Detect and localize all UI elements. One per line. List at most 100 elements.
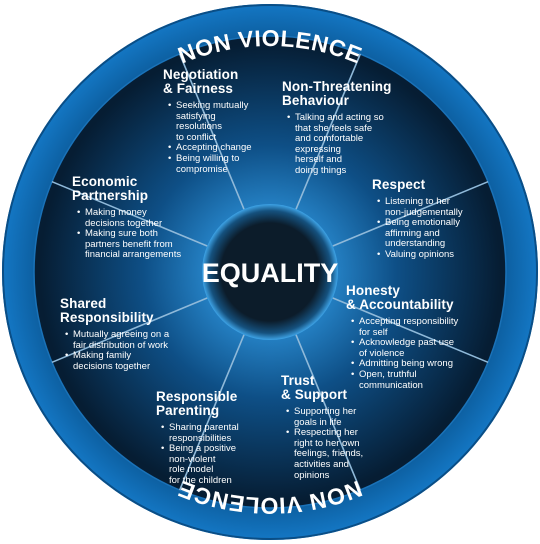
segment-list-item-line: partners benefit from — [85, 238, 173, 250]
segment-list-item-line: fair distribution of work — [73, 339, 169, 351]
segment-list-item: Accepting change — [168, 142, 252, 154]
segment-title-line: Behaviour — [282, 93, 349, 108]
segment-list-item-line: Valuing opinions — [385, 248, 455, 260]
segment-list: Sharing parentalresponsibilitiesBeing a … — [156, 422, 239, 487]
center-label: EQUALITY — [202, 258, 339, 288]
segment-list-item-line: of violence — [359, 347, 405, 359]
segment-title-line: Economic — [72, 174, 138, 189]
segment-list-item-line: non-judgementally — [385, 206, 463, 218]
wedge-disc-rim — [33, 35, 507, 509]
segment-list-item-line: Respecting her — [294, 427, 358, 439]
segment-list-item-line: feelings, friends, — [294, 448, 364, 460]
segment-list-item: Admitting being wrong — [351, 358, 458, 370]
segment-list-item-line: communication — [359, 379, 423, 391]
segment-title-line: Non-Threatening — [282, 79, 392, 94]
segment-list-item-line: to conflict — [176, 131, 217, 143]
segment-title-line: Responsible — [156, 389, 238, 404]
segment-list-item: Seeking mutuallysatisfyingresolutionsto … — [168, 100, 252, 143]
segment-title-line: & Fairness — [163, 81, 234, 96]
segment-shared: SharedResponsibilityMutually agreeing on… — [60, 297, 169, 372]
segment-list-item-line: satisfying — [176, 110, 216, 122]
segment-negotiation: Negotiation& FairnessSeeking mutuallysat… — [163, 68, 252, 175]
segment-title: Respect — [372, 178, 463, 192]
segment-list-item-line: Accepting change — [176, 142, 252, 154]
segment-economic: EconomicPartnershipMaking moneydecisions… — [72, 175, 181, 261]
outer-ring-edge — [2, 4, 538, 540]
segment-list-item-line: goals in life — [294, 416, 342, 428]
segment-list-item-line: Supporting her — [294, 406, 357, 417]
segment-list-item-line: Making family — [73, 350, 132, 362]
segment-list-item-line: Seeking mutually — [176, 100, 249, 111]
segment-title-line: Negotiation — [163, 67, 239, 82]
segment-list-item-line: non-violent — [169, 453, 216, 465]
segment-list-item-line: decisions together — [73, 360, 151, 372]
segment-list-item-line: right to her own — [294, 437, 360, 449]
segment-parenting: ResponsibleParentingSharing parentalresp… — [156, 390, 239, 487]
segment-list-item-line: Listening to her — [385, 196, 450, 207]
segment-list-item-line: decisions together — [85, 217, 163, 229]
segment-list-item-line: resolutions — [176, 121, 222, 133]
segment-title: Honesty& Accountability — [346, 284, 458, 312]
segment-title-line: Responsibility — [60, 310, 154, 325]
segment-list-item-line: Admitting being wrong — [359, 358, 453, 370]
segment-list-item-line: doing things — [295, 164, 347, 176]
segment-list-item-line: that she feels safe — [295, 122, 373, 134]
segment-list: Seeking mutuallysatisfyingresolutionsto … — [163, 100, 252, 175]
segment-non-threatening: Non-ThreateningBehaviourTalking and acti… — [282, 80, 392, 177]
segment-title-line: Trust — [281, 373, 315, 388]
segment-title: Negotiation& Fairness — [163, 68, 252, 96]
segment-respect: RespectListening to hernon-judgementally… — [372, 178, 463, 261]
segment-list-item: Valuing opinions — [377, 248, 463, 261]
segment-list-item-line: for the children — [169, 474, 232, 486]
segment-list-item-line: Being a positive — [169, 443, 237, 455]
segment-list-item-line: role model — [169, 464, 214, 476]
segment-list-item-line: and comfortable — [295, 133, 364, 145]
segment-list-item-line: understanding — [385, 238, 446, 250]
segment-list-item-line: Acknowledge past use — [359, 337, 455, 349]
segment-list-item-line: Accepting responsibility — [359, 316, 459, 327]
segment-list-item-line: compromise — [176, 163, 228, 175]
segment-list-item-line: Talking and acting so — [295, 112, 384, 123]
segment-list-item-line: opinions — [294, 469, 330, 481]
segment-honesty: Honesty& AccountabilityAccepting respons… — [346, 284, 458, 391]
segment-list-item-line: for self — [359, 326, 388, 338]
segment-list-item-line: Being willing to — [176, 152, 240, 164]
segment-title-line: & Accountability — [346, 297, 454, 312]
segment-list-item-line: financial arrangements — [85, 249, 182, 261]
segment-list-item-line: Making money — [85, 207, 147, 218]
segment-list-item-line: affirming and — [385, 227, 440, 239]
segment-title: Trust& Support — [281, 374, 363, 402]
segment-list-item-line: Making sure both — [85, 228, 158, 240]
segment-list-item-line: responsibilities — [169, 432, 232, 444]
segment-list-item-line: Sharing parental — [169, 422, 239, 433]
segment-title-line: Parenting — [156, 403, 220, 418]
segment-list-item-line: herself and — [295, 154, 343, 166]
segment-list-item-line: Mutually agreeing on a — [73, 329, 170, 340]
segment-title-line: Shared — [60, 296, 107, 311]
segment-list-item-line: expressing — [295, 143, 341, 155]
segment-list-item-line: Being emotionally — [385, 217, 460, 229]
segment-list-item-line: activities and — [294, 458, 349, 470]
